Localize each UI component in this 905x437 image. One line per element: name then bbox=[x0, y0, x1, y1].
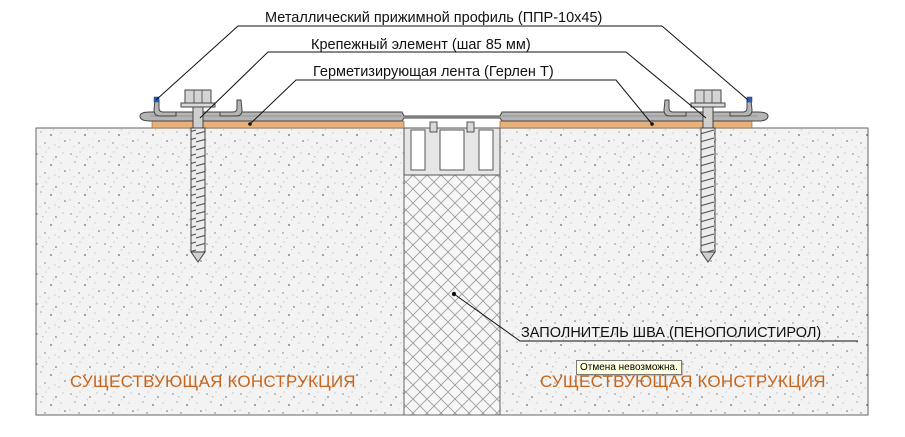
structure-label-right: СУЩЕСТВУЮЩАЯ КОНСТРУКЦИЯ bbox=[540, 372, 826, 391]
leader-fastener-right bbox=[560, 51, 707, 119]
structure-label-left: СУЩЕСТВУЮЩАЯ КОНСТРУКЦИЯ bbox=[70, 372, 356, 391]
leader-tape-dot-left bbox=[248, 122, 252, 126]
center-insert-profile bbox=[403, 121, 501, 176]
callout-profile: Металлический прижимной профиль (ППР-10х… bbox=[265, 10, 602, 26]
sealing-tape-left bbox=[151, 120, 405, 129]
fastener-left bbox=[153, 89, 243, 263]
joint-filler-foam bbox=[403, 174, 501, 416]
leader-lines bbox=[155, 25, 858, 342]
leader-profile-left bbox=[155, 25, 662, 101]
left-structure-slab bbox=[35, 127, 405, 416]
clamp-profile bbox=[139, 111, 769, 122]
tooltip: Отмена невозможна. bbox=[576, 360, 682, 375]
sealing-tape-right bbox=[499, 120, 753, 129]
leader-tape-right bbox=[594, 79, 653, 125]
leader-tape-dot-right bbox=[650, 122, 654, 126]
callout-filler: ЗАПОЛНИТЕЛЬ ШВА (ПЕНОПОЛИСТИРОЛ) bbox=[521, 325, 821, 341]
leader-filler bbox=[453, 293, 858, 342]
callout-fastener: Крепежный элемент (шаг 85 мм) bbox=[311, 37, 531, 53]
leader-tape-left bbox=[249, 79, 594, 125]
leader-fastener-left bbox=[199, 51, 560, 119]
leader-filler-dot bbox=[451, 291, 457, 297]
callout-tape: Герметизирующая лента (Герлен Т) bbox=[313, 64, 554, 80]
fastener-right bbox=[663, 89, 753, 263]
right-structure-slab bbox=[499, 127, 869, 416]
leader-profile-right bbox=[661, 25, 749, 101]
